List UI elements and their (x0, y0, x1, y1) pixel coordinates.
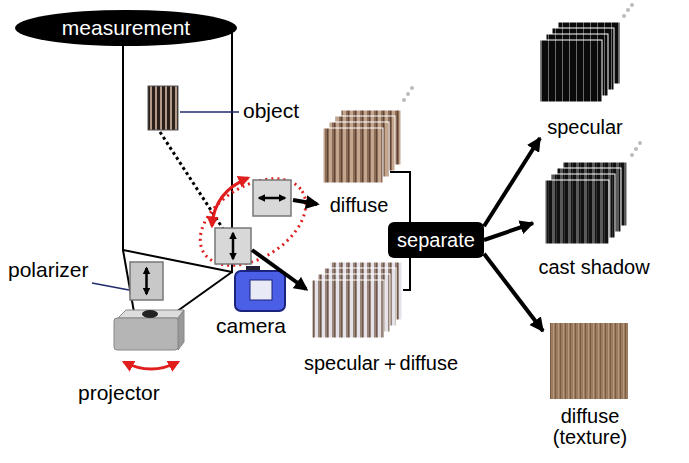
polarization-arrow (145, 268, 148, 294)
node-label: specular (547, 117, 623, 138)
image-stack-node: cast shadow (533, 156, 655, 278)
more-dot (410, 86, 414, 90)
rotation-arrow (124, 362, 178, 369)
part-label: polarizer (8, 257, 89, 282)
illustration-part (545, 180, 609, 244)
node-label: measurement (62, 17, 190, 39)
light-ray (176, 272, 232, 312)
more-dot (406, 92, 410, 96)
projector-lens (142, 310, 158, 318)
more-dot (626, 8, 630, 12)
polarization-arrow (259, 197, 285, 200)
illustration-part (540, 40, 602, 102)
illustration-part (312, 280, 384, 338)
object-sample (148, 86, 178, 130)
node-label: diffuse (330, 195, 389, 216)
connector (400, 172, 410, 222)
more-dot (622, 14, 626, 18)
image-stack-node: diffuse (texture) (543, 318, 637, 448)
node-label: separate (397, 230, 475, 251)
image-stack-node: specular＋diffuse (283, 266, 479, 374)
projector-top (118, 310, 184, 318)
polarizer-filter (130, 262, 163, 300)
image-stack (312, 262, 402, 338)
part-label: camera (216, 313, 286, 338)
view-ray (160, 132, 229, 238)
part-label: projector (78, 380, 160, 405)
ellipse-fill (15, 10, 237, 46)
connector (484, 138, 540, 226)
texture-image (550, 323, 628, 399)
projector-side (178, 310, 184, 350)
node-label: diffuse (texture) (543, 406, 637, 448)
capture-arrow (252, 250, 306, 289)
camera-screen (250, 280, 272, 300)
more-dot (630, 3, 634, 7)
capture-arrow (293, 200, 317, 204)
image-stack-node: specular (535, 14, 635, 138)
illustration-part (323, 128, 383, 183)
polarizer-filter (253, 180, 291, 216)
more-dot (634, 147, 638, 151)
polarizer-filter (215, 228, 251, 264)
image-stack (540, 22, 620, 102)
more-dot (630, 153, 634, 157)
node-label: cast shadow (538, 257, 649, 278)
projector-body (114, 318, 178, 350)
part-label: object (243, 98, 299, 123)
object-leader (180, 111, 239, 113)
more-dot (402, 98, 406, 102)
filter-group-outline (185, 161, 322, 284)
connector (484, 223, 533, 240)
connector (484, 254, 543, 331)
bracket-tick (390, 171, 401, 173)
image-stack-node: diffuse (318, 100, 400, 216)
node-label: specular＋diffuse (304, 353, 458, 374)
title-ellipse: measurement (15, 10, 237, 46)
rotation-arrow (212, 178, 248, 226)
camera-body (235, 271, 285, 311)
image-stack (545, 162, 627, 244)
polarization-arrow (232, 233, 235, 259)
polarizer-leader (92, 283, 129, 290)
bracket-tick (403, 265, 410, 290)
more-dot (638, 141, 642, 145)
process-box: separate (388, 222, 484, 258)
connector (409, 258, 411, 266)
image-stack (323, 110, 401, 183)
